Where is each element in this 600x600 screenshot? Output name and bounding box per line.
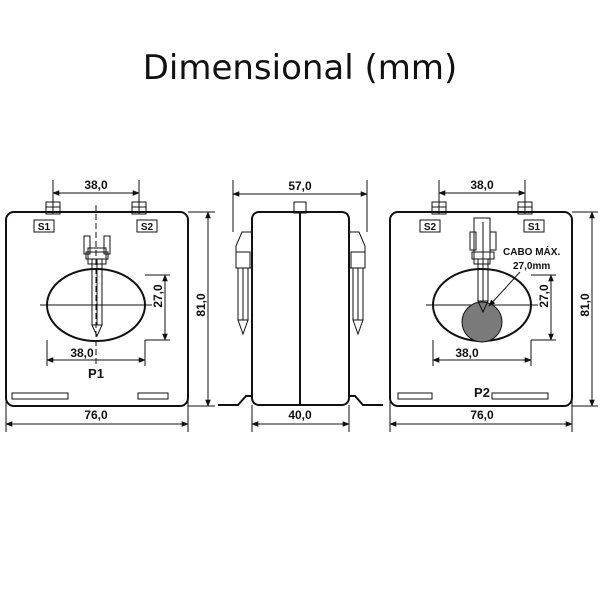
side-view: 57,0 40,0 [218,179,383,432]
back-view-p2: S2 S1 38,0 CABO MÁX. 27,0mm 27,0 [389,178,598,432]
housing-body-back [389,211,573,407]
mounting-slot-left [11,392,69,400]
page-title: Dimensional (mm) [142,48,458,88]
window-height-dimension: 27,0 [151,284,165,308]
cable-diameter-label: 27,0mm [513,261,550,272]
terminal-label-s1: S1 [38,222,51,233]
base-flange-right [349,395,383,406]
base-flange-left [218,395,252,406]
terminal-spacing-dimension: 38,0 [84,178,108,192]
mounting-slot-right-back [491,392,549,400]
window-width-dimension-back: 38,0 [455,346,479,360]
terminal-label-s2: S2 [141,222,154,233]
terminal-spacing-dimension-back: 38,0 [470,178,494,192]
side-bolt-right [349,231,366,336]
primary-label-p1: P1 [88,366,104,381]
height-dimension-back: 81,0 [578,293,592,317]
window-height-dimension-back: 27,0 [537,284,551,308]
terminal-label-s2-back: S2 [424,222,437,233]
max-cable-circle [461,301,503,343]
width-dimension: 76,0 [84,408,108,422]
height-dimension: 81,0 [194,293,208,317]
housing-body [5,211,189,407]
top-width-dimension: 57,0 [288,179,312,193]
primary-clamp [83,235,111,338]
mounting-slot-right [137,392,169,400]
width-dimension-back: 76,0 [470,408,494,422]
primary-clamp-back [469,217,497,314]
primary-label-p2: P2 [474,385,490,400]
base-width-dimension: 40,0 [288,408,312,422]
cable-max-label: CABO MÁX. [503,245,560,258]
mounting-slot-left-back [397,392,433,400]
terminal-label-s1-back: S1 [528,222,541,233]
front-view-p1: S1 S2 38,0 27,0 38,0 P1 [5,178,215,432]
side-bolt-left [235,231,252,336]
side-terminal-screw [293,201,307,214]
window-width-dimension: 38,0 [70,346,94,360]
